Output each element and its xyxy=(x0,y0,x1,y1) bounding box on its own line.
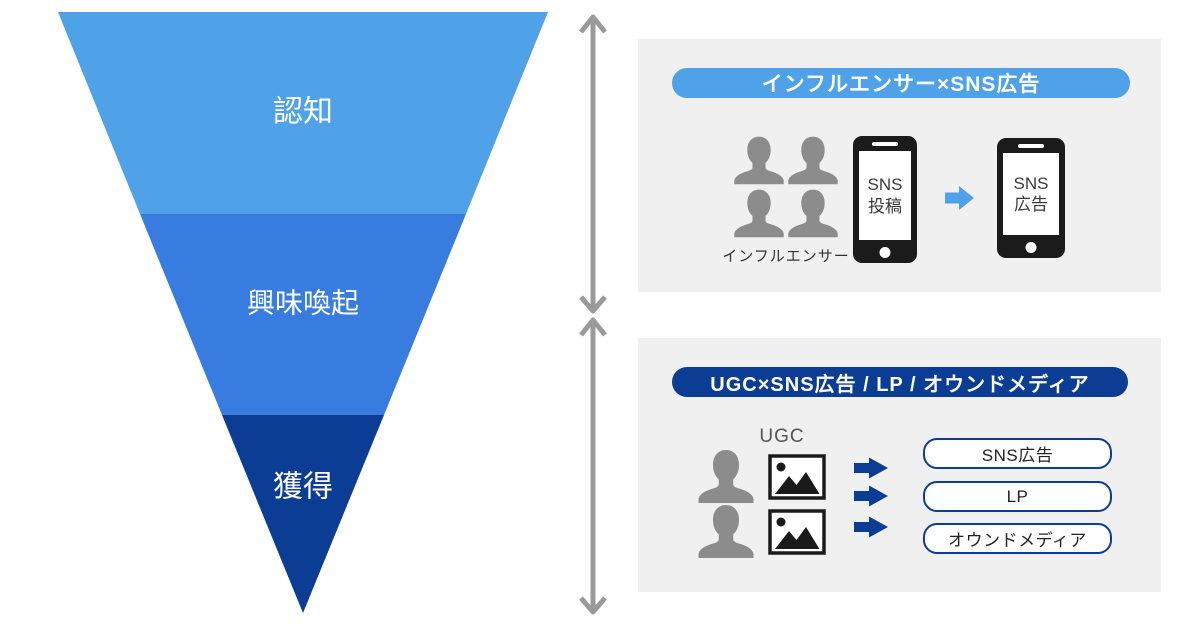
phone-home-button xyxy=(1025,242,1037,253)
arrow-right-icon xyxy=(945,186,974,210)
outcome-sns-ad: SNS広告 xyxy=(923,438,1112,469)
influencer-caption: インフルエンサー xyxy=(722,248,850,265)
person-icon xyxy=(733,135,785,185)
smartphone-sns-ad-icon: SNS 広告 xyxy=(997,138,1065,258)
person-icon xyxy=(696,449,756,503)
funnel-stage-awareness xyxy=(58,12,548,214)
funnel-label-acquisition: 獲得 xyxy=(273,471,333,504)
person-icon xyxy=(787,188,839,238)
ugc-caption: UGC xyxy=(759,426,805,447)
funnel-label-interest: 興味喚起 xyxy=(247,288,359,319)
phone-screen-text: SNS 投稿 xyxy=(859,151,911,240)
photo-icon xyxy=(768,454,826,500)
phone-speaker xyxy=(1018,144,1044,148)
phone-ad-line1: SNS xyxy=(1013,173,1049,193)
funnel-stage-interest xyxy=(140,214,466,415)
phone-screen-text: SNS 広告 xyxy=(1003,153,1059,235)
person-icon xyxy=(787,135,839,185)
phone-ad-line2: 広告 xyxy=(1014,195,1048,214)
funnel-label-awareness: 認知 xyxy=(273,96,333,129)
ugc-panel-header: UGC×SNS広告 / LP / オウンドメディア xyxy=(672,367,1128,397)
phone-post-line2: 投稿 xyxy=(868,196,902,216)
double-arrow-lower-icon xyxy=(579,317,607,615)
arrow-right-icon xyxy=(854,485,888,507)
influencer-sns-panel: インフルエンサー×SNS広告 インフルエンサー SNS 投稿 xyxy=(638,39,1161,292)
outcome-owned-media: オウンドメディア xyxy=(923,523,1112,554)
phone-home-button xyxy=(879,247,891,258)
phone-speaker xyxy=(872,142,898,146)
smartphone-sns-post-icon: SNS 投稿 xyxy=(853,136,917,263)
photo-icon xyxy=(768,509,826,555)
outcome-lp: LP xyxy=(923,481,1112,512)
person-icon xyxy=(733,188,785,238)
funnel-stage-acquisition xyxy=(222,415,384,613)
arrow-right-icon xyxy=(854,457,888,479)
influencer-panel-header: インフルエンサー×SNS広告 xyxy=(672,68,1130,98)
person-icon xyxy=(696,504,756,558)
double-arrow-upper-icon xyxy=(579,14,607,314)
ugc-panel: UGC×SNS広告 / LP / オウンドメディア UGC xyxy=(638,338,1161,592)
phone-post-line1: SNS xyxy=(867,175,903,195)
arrow-right-icon xyxy=(854,516,888,538)
